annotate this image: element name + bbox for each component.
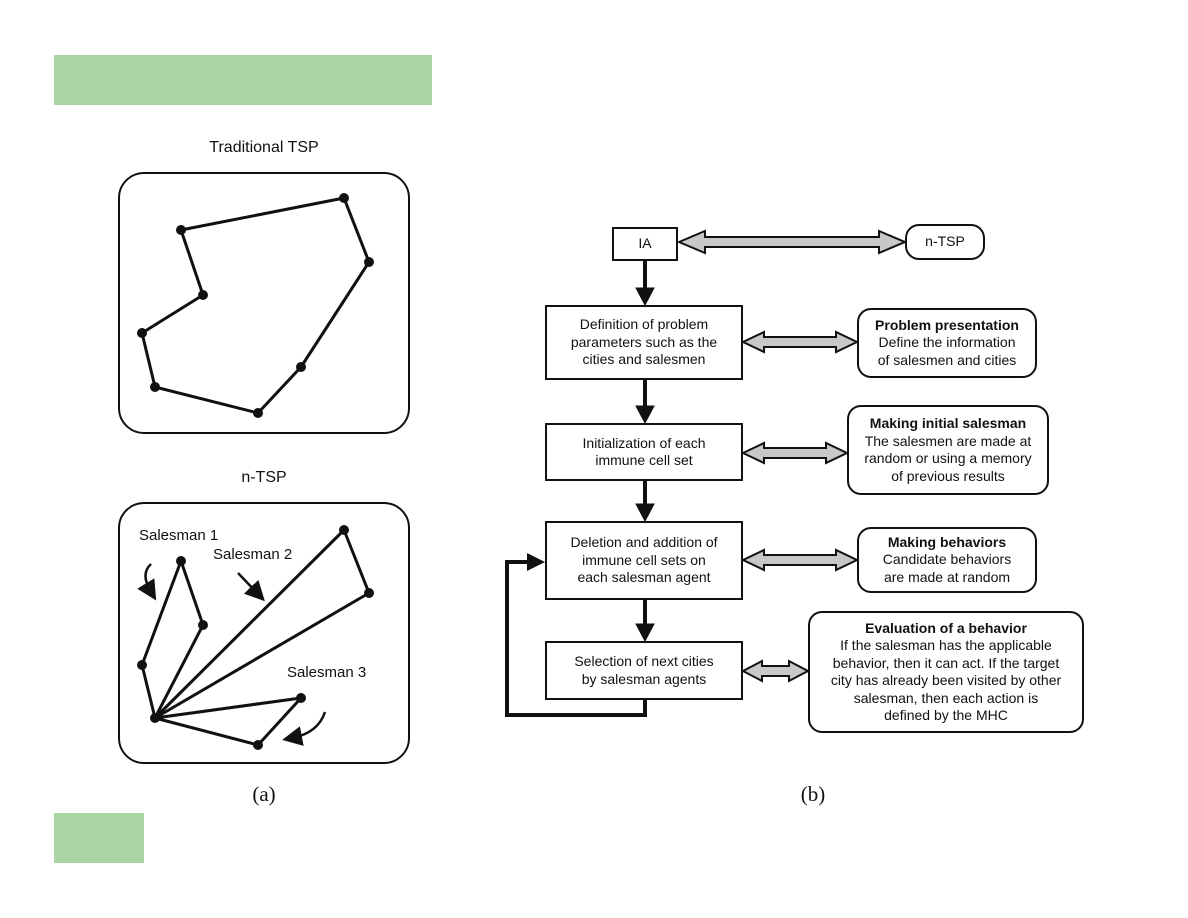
salesman-3-route — [154, 696, 303, 747]
city-node — [364, 257, 374, 267]
city-node — [137, 660, 147, 670]
depot-node — [150, 713, 160, 723]
evaluation-behavior-title: Evaluation of a behavior — [865, 619, 1027, 636]
making-initial-salesman-title: Making initial salesman — [869, 415, 1027, 431]
city-node — [150, 382, 160, 392]
making-behaviors-box: Making behaviors Candidate behaviors are… — [857, 527, 1037, 593]
caption-a: (a) — [252, 782, 276, 806]
salesman-1-label: Salesman 1 — [139, 527, 219, 544]
city-node — [198, 290, 208, 300]
city-node — [364, 588, 374, 598]
salesman-1-pointer — [137, 563, 157, 601]
step-select-cities: Selection of next cities by salesman age… — [545, 641, 743, 700]
step-delete-add-cells: Deletion and addition of immune cell set… — [545, 521, 743, 600]
making-initial-salesman-box: Making initial salesman The salesmen are… — [847, 405, 1049, 495]
city-node — [176, 225, 186, 235]
making-behaviors-title: Making behaviors — [887, 533, 1007, 550]
city-node — [176, 556, 186, 566]
feedback-loop-head — [527, 553, 545, 571]
salesman-2-pointer — [237, 572, 265, 602]
step-initialize-cells: Initialization of each immune cell set — [545, 423, 743, 481]
city-node — [198, 620, 208, 630]
city-node — [296, 693, 306, 703]
city-node — [339, 193, 349, 203]
making-initial-salesman-text: The salesmen are made at random or using… — [864, 432, 1032, 484]
ntsp-cities — [137, 525, 374, 750]
city-node — [339, 525, 349, 535]
city-node — [253, 740, 263, 750]
ntsp-title: n-TSP — [241, 469, 287, 486]
top-green-bar — [54, 55, 432, 105]
bottom-green-bar — [54, 813, 144, 863]
salesman-2-route — [153, 528, 371, 720]
feedback-loop-line — [505, 560, 647, 717]
side-arrow-4 — [740, 659, 811, 683]
city-node — [253, 408, 263, 418]
city-node — [137, 328, 147, 338]
side-arrow-2 — [740, 441, 850, 465]
evaluation-behavior-text: If the salesman has the applicable behav… — [830, 637, 1062, 723]
problem-presentation-text: Define the information of salesmen and c… — [877, 334, 1017, 368]
ia-box: IA — [612, 227, 678, 261]
city-node — [296, 362, 306, 372]
flow-arrows — [635, 261, 655, 643]
problem-presentation-box: Problem presentation Define the informat… — [857, 308, 1037, 378]
caption-b: (b) — [800, 782, 826, 806]
problem-presentation-title: Problem presentation — [875, 316, 1019, 333]
traditional-tsp-title: Traditional TSP — [209, 139, 319, 156]
side-arrow-1 — [740, 330, 860, 354]
ntsp-box: n-TSP — [905, 224, 985, 260]
step-define-parameters: Definition of problem parameters such as… — [545, 305, 743, 380]
salesman-2-label: Salesman 2 — [213, 546, 293, 563]
side-arrow-3 — [740, 548, 860, 572]
evaluation-behavior-box: Evaluation of a behavior If the salesman… — [808, 611, 1084, 733]
ia-ntsp-double-arrow — [676, 229, 908, 255]
making-behaviors-text: Candidate behaviors are made at random — [882, 551, 1012, 585]
traditional-cities — [137, 193, 374, 418]
salesman-3-pointer — [282, 711, 327, 746]
salesman-3-label: Salesman 3 — [287, 664, 367, 681]
